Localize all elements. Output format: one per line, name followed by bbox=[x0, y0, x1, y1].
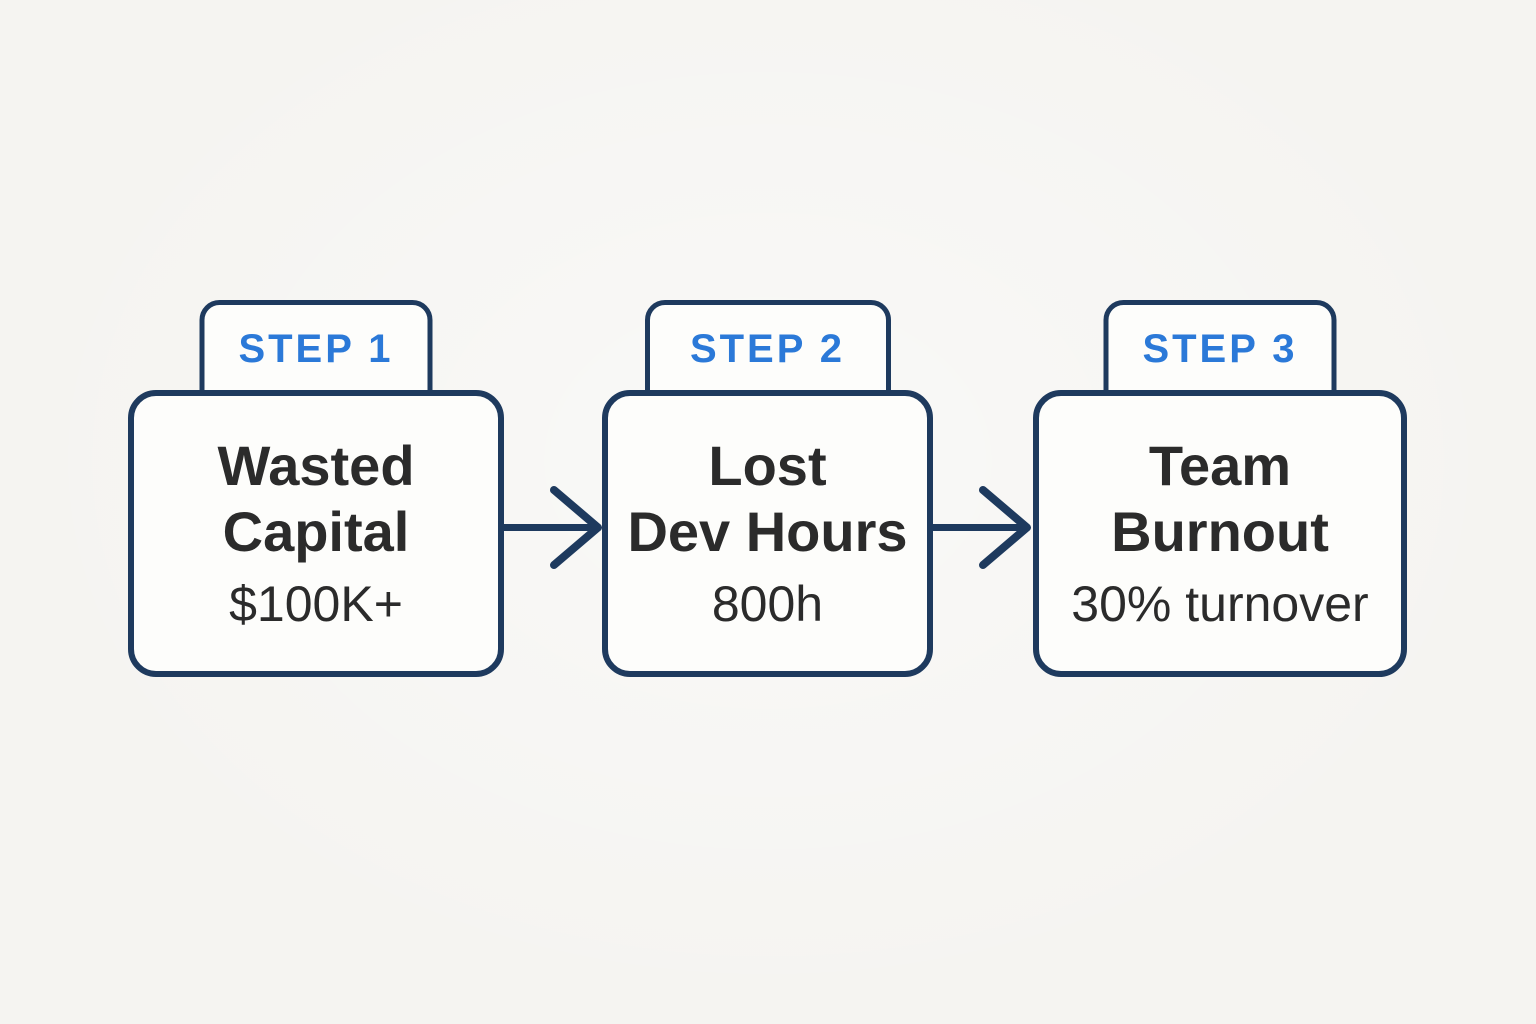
step-1-value: $100K+ bbox=[229, 576, 403, 633]
title-line: Burnout bbox=[1111, 499, 1329, 563]
step-2-label: STEP 2 bbox=[689, 327, 846, 371]
step-3-box: Team Burnout 30% turnover bbox=[1033, 390, 1407, 677]
step-2-group: STEP 2 Lost Dev Hours 800h bbox=[602, 300, 933, 677]
title-line: Capital bbox=[222, 499, 410, 563]
arrow-right-icon bbox=[931, 485, 1031, 570]
step-1-title: Wasted Capital bbox=[217, 433, 414, 564]
step-1-box: Wasted Capital $100K+ bbox=[128, 390, 504, 677]
title-line: Dev Hours bbox=[627, 499, 908, 563]
step-3-label: STEP 3 bbox=[1142, 327, 1298, 371]
title-line: Team bbox=[1148, 433, 1292, 497]
step-3-group: STEP 3 Team Burnout 30% turnover bbox=[1033, 300, 1407, 677]
title-line: Wasted bbox=[217, 433, 415, 497]
step-1-group: STEP 1 Wasted Capital $100K+ bbox=[128, 300, 504, 677]
step-1-label: STEP 1 bbox=[238, 327, 394, 371]
arrow-right-icon bbox=[502, 485, 602, 570]
step-2-box: Lost Dev Hours 800h bbox=[602, 390, 933, 677]
step-3-value: 30% turnover bbox=[1071, 576, 1369, 633]
step-2-title: Lost Dev Hours bbox=[627, 433, 907, 564]
step-2-value: 800h bbox=[711, 576, 824, 633]
step-3-title: Team Burnout bbox=[1111, 433, 1329, 564]
title-line: Lost bbox=[708, 433, 827, 497]
